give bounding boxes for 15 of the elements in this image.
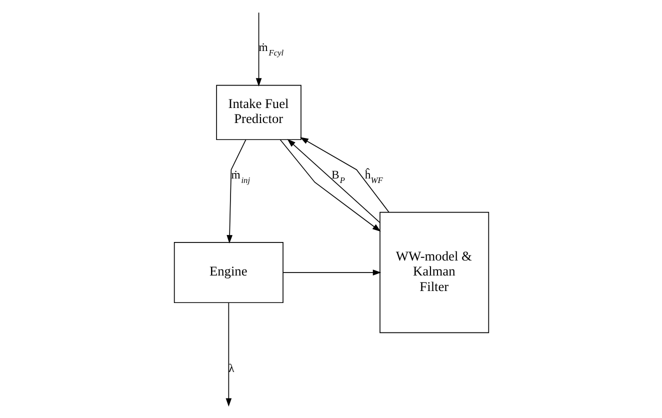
arrow (286, 138, 380, 224)
edge-label: λ (228, 362, 234, 376)
arrow (300, 137, 389, 212)
edge-label: B$_{P}$ (331, 168, 344, 185)
node-box: WW-model & Kalman Filter (379, 212, 489, 334)
node-box: Intake Fuel Predictor (216, 84, 301, 140)
arrow (282, 270, 381, 276)
edge-label: ĥ$_{WF}$ (364, 168, 382, 185)
edge-label: ṁ$_{inj}$ (230, 168, 250, 185)
node-box: Engine (173, 242, 283, 304)
arrow (255, 12, 262, 87)
arrow (226, 139, 246, 244)
arrow (279, 139, 380, 232)
arrow (225, 302, 232, 407)
edge-label: ṁ$_{Fcyl}$ (258, 41, 284, 58)
